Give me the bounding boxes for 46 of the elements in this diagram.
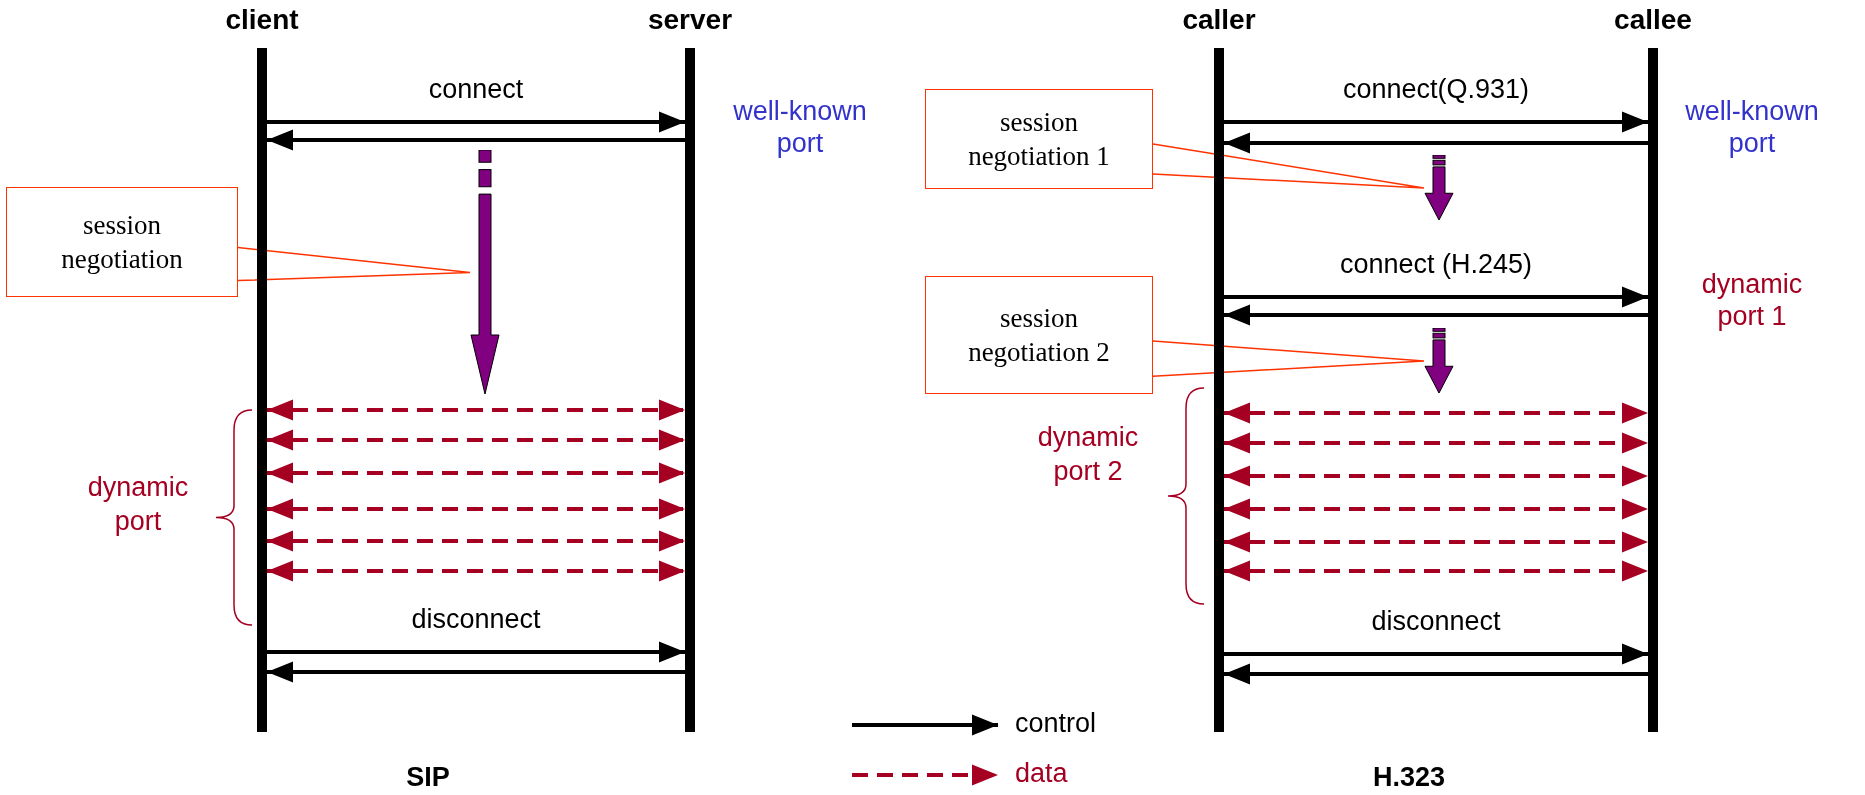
port-label: dynamic port — [86, 471, 190, 538]
data-arrow — [267, 560, 685, 582]
message-arrow — [1224, 286, 1648, 308]
message-arrow — [1224, 643, 1648, 665]
callout-box: session negotiation — [6, 187, 238, 297]
lifeline-label: caller — [1181, 4, 1257, 36]
data-arrow — [1224, 560, 1648, 582]
legend-label: data — [1015, 758, 1068, 789]
leader-line — [1152, 340, 1425, 378]
leader-line — [237, 246, 471, 282]
data-arrow — [1224, 402, 1648, 424]
data-arrow — [267, 530, 685, 552]
data-arrow — [1224, 465, 1648, 487]
data-arrow — [1224, 432, 1648, 454]
data-arrow — [267, 429, 685, 451]
callout-box: session negotiation 1 — [925, 89, 1153, 189]
edge-label: connect — [427, 74, 525, 105]
edge-label: connect(Q.931) — [1341, 74, 1531, 105]
message-arrow — [267, 129, 685, 151]
callout-box: session negotiation 2 — [925, 276, 1153, 394]
port-label: well-known port — [1684, 95, 1820, 159]
lifeline-label: client — [224, 4, 300, 36]
message-arrow — [267, 661, 685, 683]
data-arrow — [267, 498, 685, 520]
edge-label: connect (H.245) — [1338, 249, 1534, 280]
port-label: dynamic port 2 — [1036, 421, 1140, 488]
data-arrow — [267, 462, 685, 484]
leader-line — [1152, 143, 1425, 189]
data-arrow — [1224, 498, 1648, 520]
message-arrow — [267, 641, 685, 663]
edge-label: disconnect — [1370, 606, 1502, 637]
caption: SIP — [405, 761, 451, 794]
data-arrow — [1224, 531, 1648, 553]
edge-label: disconnect — [410, 604, 542, 635]
caption: H.323 — [1371, 761, 1447, 794]
message-arrow — [1224, 663, 1648, 685]
message-arrow — [267, 111, 685, 133]
lifeline-label: server — [646, 4, 734, 36]
lifeline-label: callee — [1613, 4, 1693, 36]
message-arrow — [1224, 304, 1648, 326]
port-label: well-known port — [732, 95, 868, 159]
message-arrow — [1224, 111, 1648, 133]
legend-label: control — [1015, 708, 1097, 739]
port-label: dynamic port 1 — [1700, 268, 1804, 332]
message-arrow — [1224, 132, 1648, 154]
data-arrow — [267, 399, 685, 421]
